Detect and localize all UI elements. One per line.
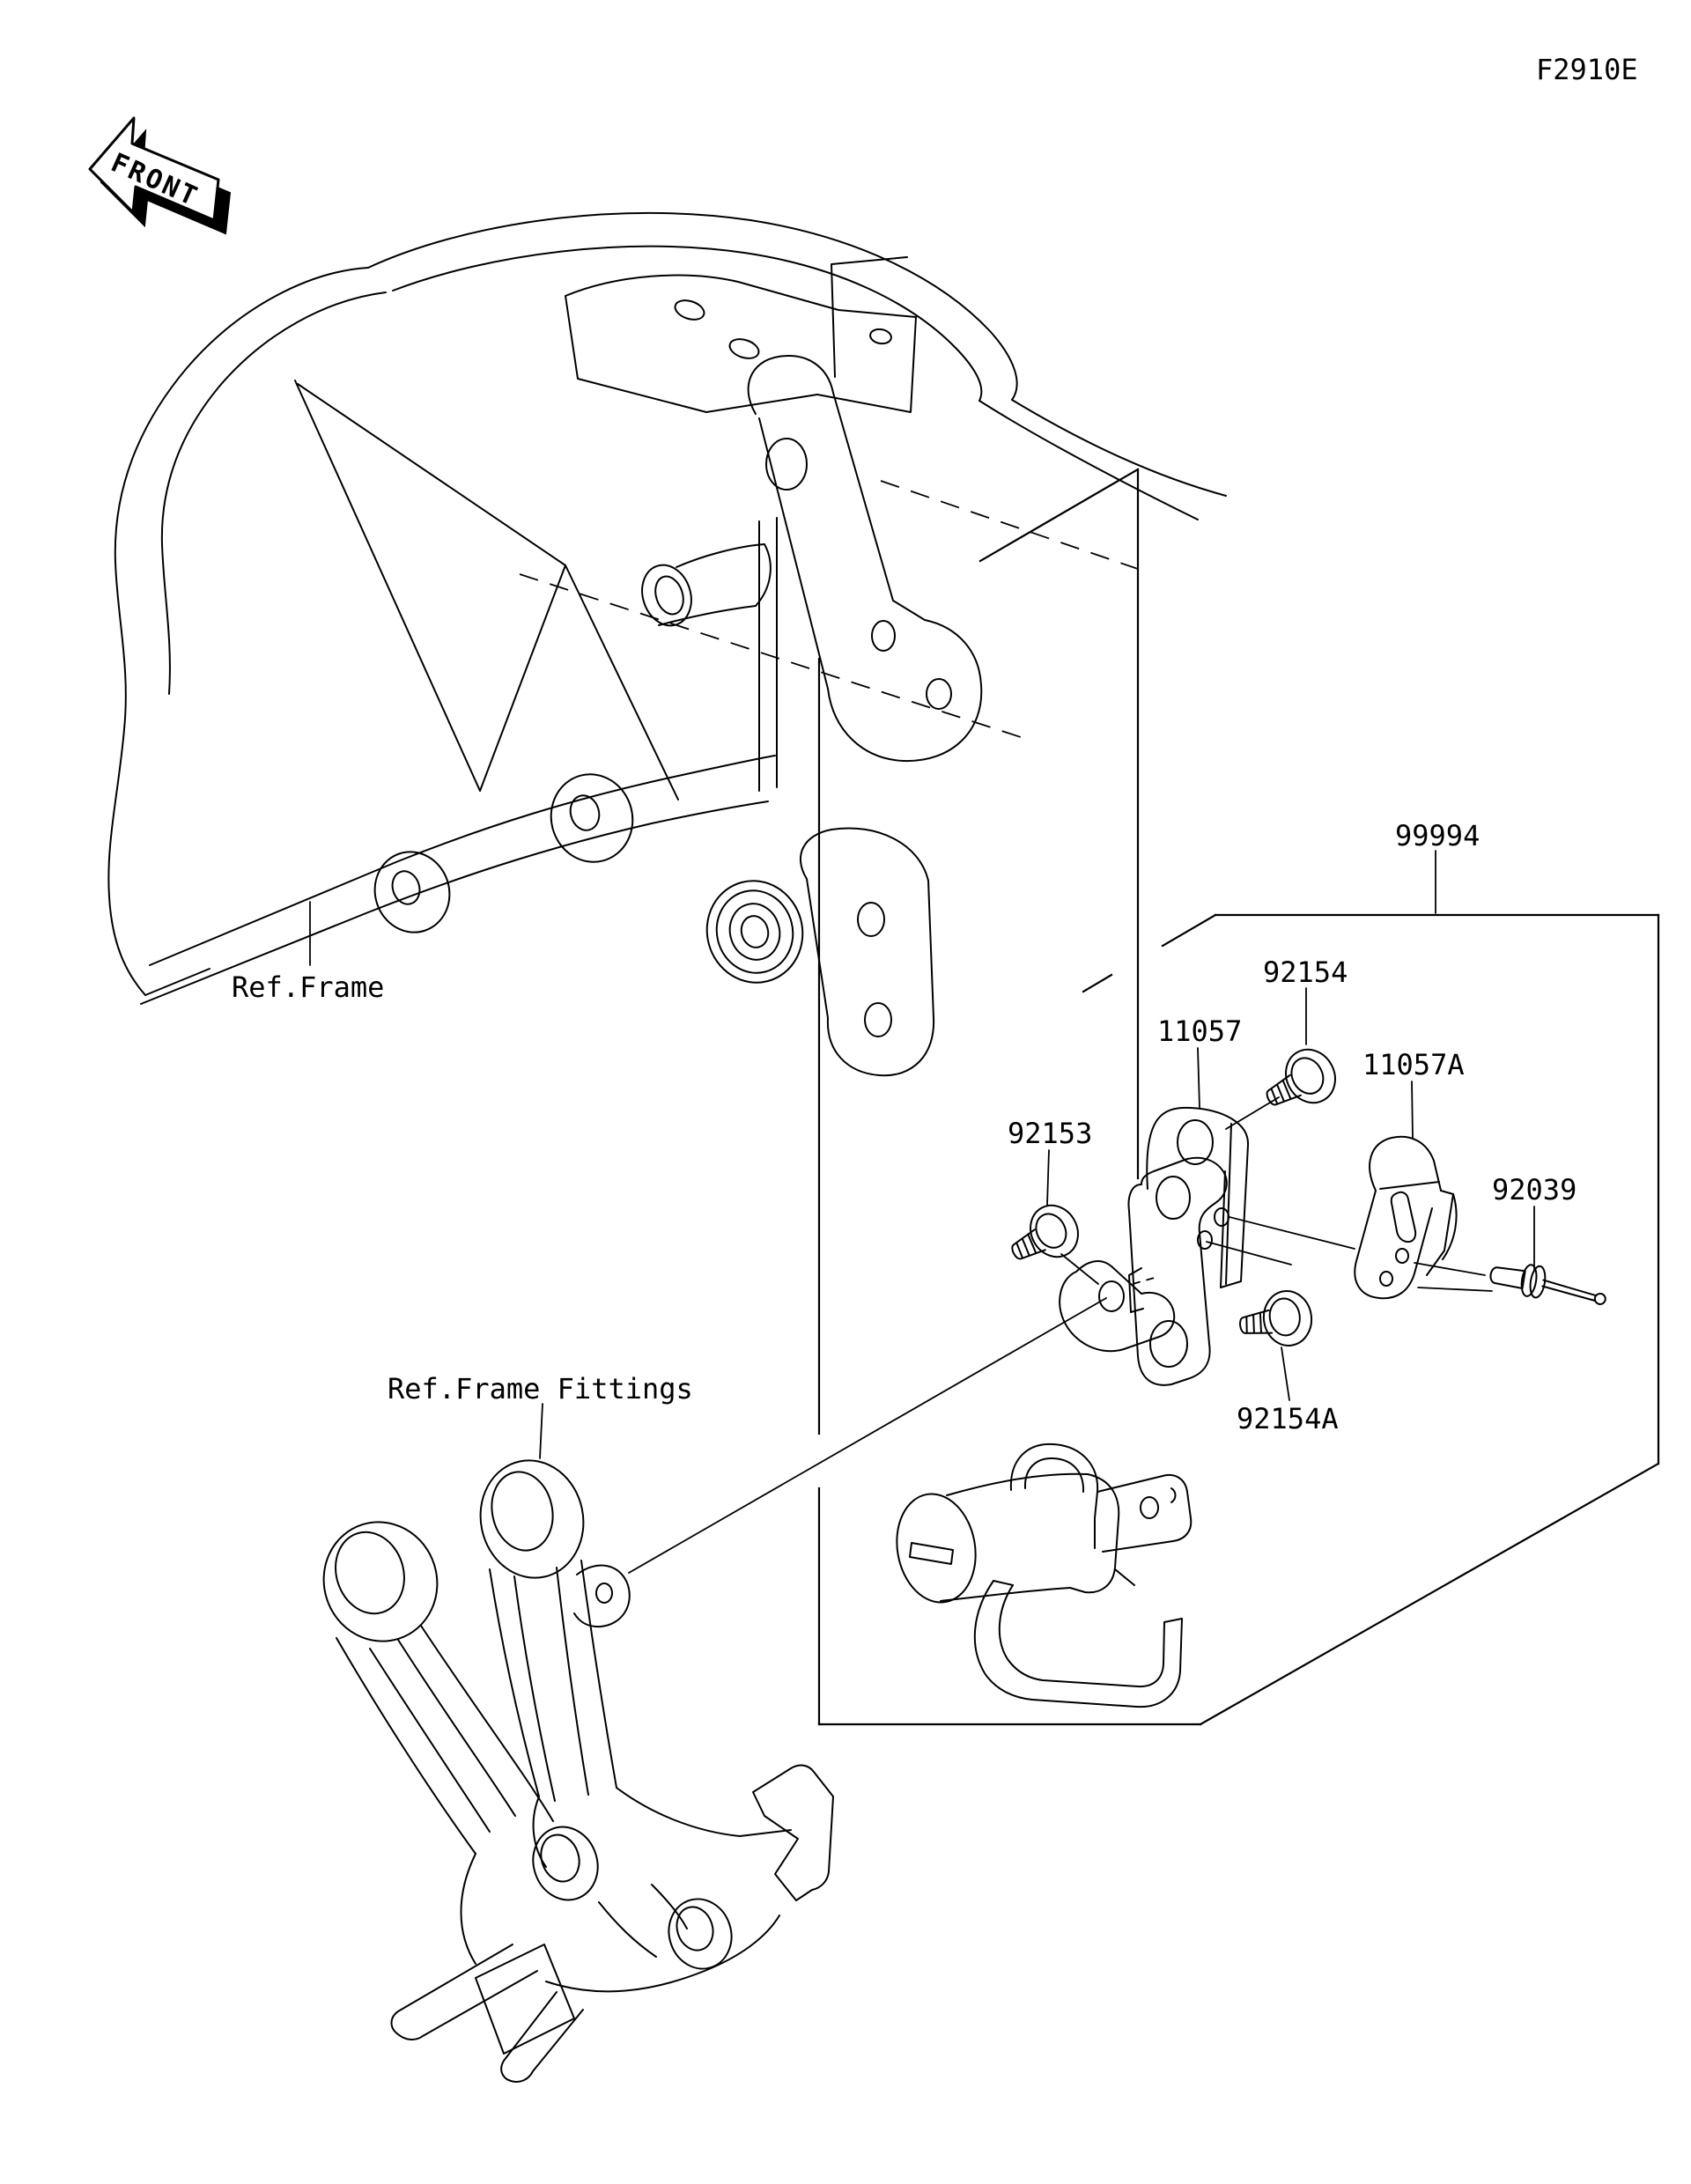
- part-number-labels: 99994 92154 11057 11057A 92039 92153 921…: [1008, 819, 1577, 1435]
- figure-code: F2910E: [1536, 53, 1638, 86]
- leader-92154A: [1281, 1347, 1290, 1401]
- leader-11057A: [1411, 1081, 1414, 1139]
- part-label-92153: 92153: [1008, 1117, 1092, 1150]
- part-label-92154A: 92154A: [1237, 1402, 1339, 1435]
- leader-fittings-to-kit: [628, 1297, 1107, 1574]
- part-label-99994: 99994: [1395, 819, 1480, 852]
- part-drawing-11057: [1059, 1106, 1250, 1386]
- part-drawing-11057A: [1354, 1135, 1458, 1300]
- front-direction-arrow: FRONT: [88, 116, 232, 235]
- leader-ref-frame-fittings: [539, 1403, 543, 1459]
- front-arrow-face: [88, 116, 220, 222]
- part-drawing-sensor: [896, 1442, 1193, 1708]
- kit-parts: [896, 1048, 1606, 1708]
- part-label-11057A: 11057A: [1362, 1048, 1465, 1081]
- rivet-axis-line: [1414, 1262, 1486, 1276]
- part-drawing-92154: [1266, 1048, 1336, 1106]
- rivet-axis-line: [1229, 1216, 1355, 1250]
- ref-frame-label: Ref.Frame: [232, 970, 384, 1004]
- part-drawing-92154A: [1239, 1290, 1313, 1347]
- leader-lines: [309, 850, 1535, 1574]
- part-drawing-92039: [1489, 1264, 1606, 1305]
- ref-frame-fittings-drawing: [322, 1459, 834, 2083]
- rivet-axis-line: [1417, 1287, 1493, 1292]
- part-label-11057: 11057: [1157, 1015, 1242, 1048]
- leader-92153: [1046, 1149, 1050, 1206]
- ref-frame-fittings-label: Ref.Frame Fittings: [388, 1372, 693, 1406]
- part-drawing-92153: [1011, 1204, 1079, 1260]
- part-label-92039: 92039: [1492, 1173, 1577, 1206]
- pointer-92153-to-lever: [1060, 1253, 1099, 1285]
- pointer-92154-to-bracket: [1225, 1096, 1280, 1130]
- part-label-92154: 92154: [1263, 956, 1348, 989]
- rivet-axis-line: [1206, 1241, 1292, 1265]
- leader-11057: [1197, 1047, 1200, 1109]
- ref-frame-drawing: [107, 211, 1227, 1077]
- accessory-kit-box: [817, 468, 1660, 1726]
